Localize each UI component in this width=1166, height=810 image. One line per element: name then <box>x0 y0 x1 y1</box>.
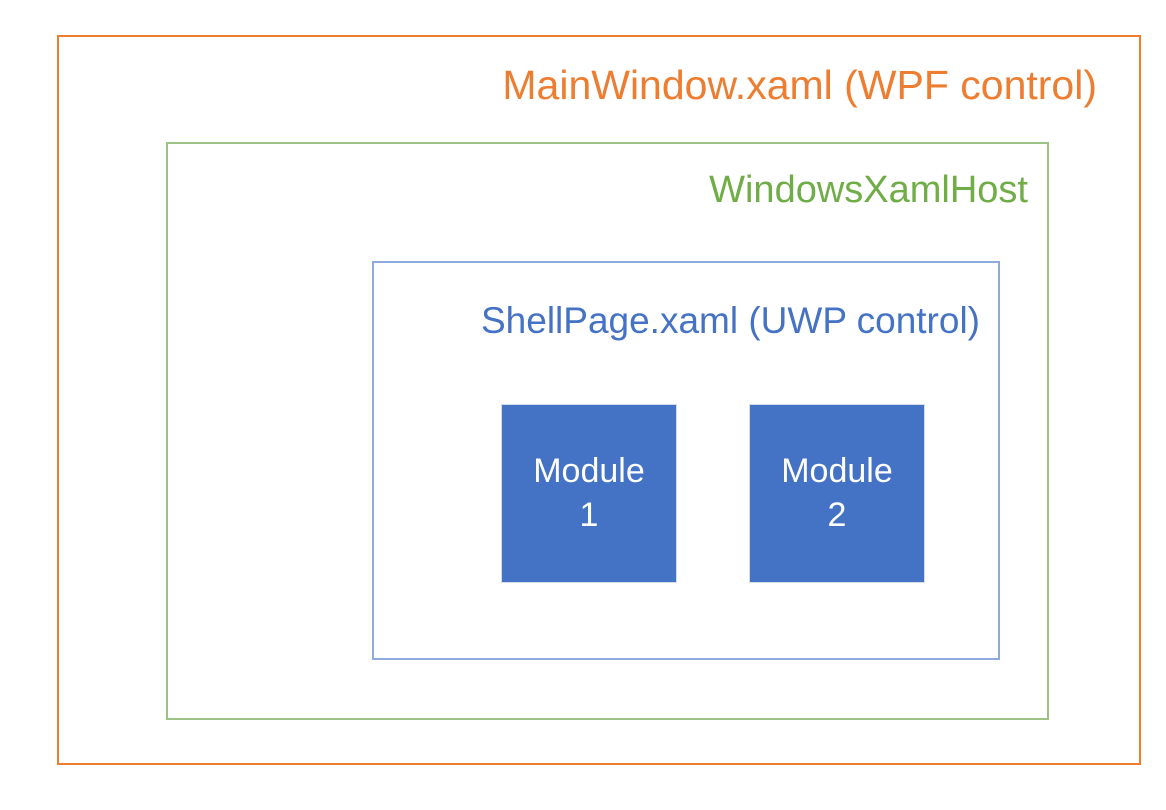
module-2-label-line1: Module <box>781 451 893 490</box>
module-1-label-line2: 1 <box>579 495 599 534</box>
label-shellpage-xaml: ShellPage.xaml (UWP control) <box>481 300 980 341</box>
module-1-label-line1: Module <box>533 451 645 490</box>
module-box-1: Module 1 <box>501 404 677 583</box>
container-windowsxamlhost <box>166 142 1049 720</box>
module-box-2: Module 2 <box>749 404 925 583</box>
container-shellpage-xaml <box>372 261 1000 660</box>
module-2-label-line2: 2 <box>827 495 847 534</box>
container-mainwindow-xaml <box>57 35 1141 765</box>
label-mainwindow-xaml: MainWindow.xaml (WPF control) <box>502 62 1097 108</box>
label-windowsxamlhost: WindowsXamlHost <box>709 169 1028 211</box>
